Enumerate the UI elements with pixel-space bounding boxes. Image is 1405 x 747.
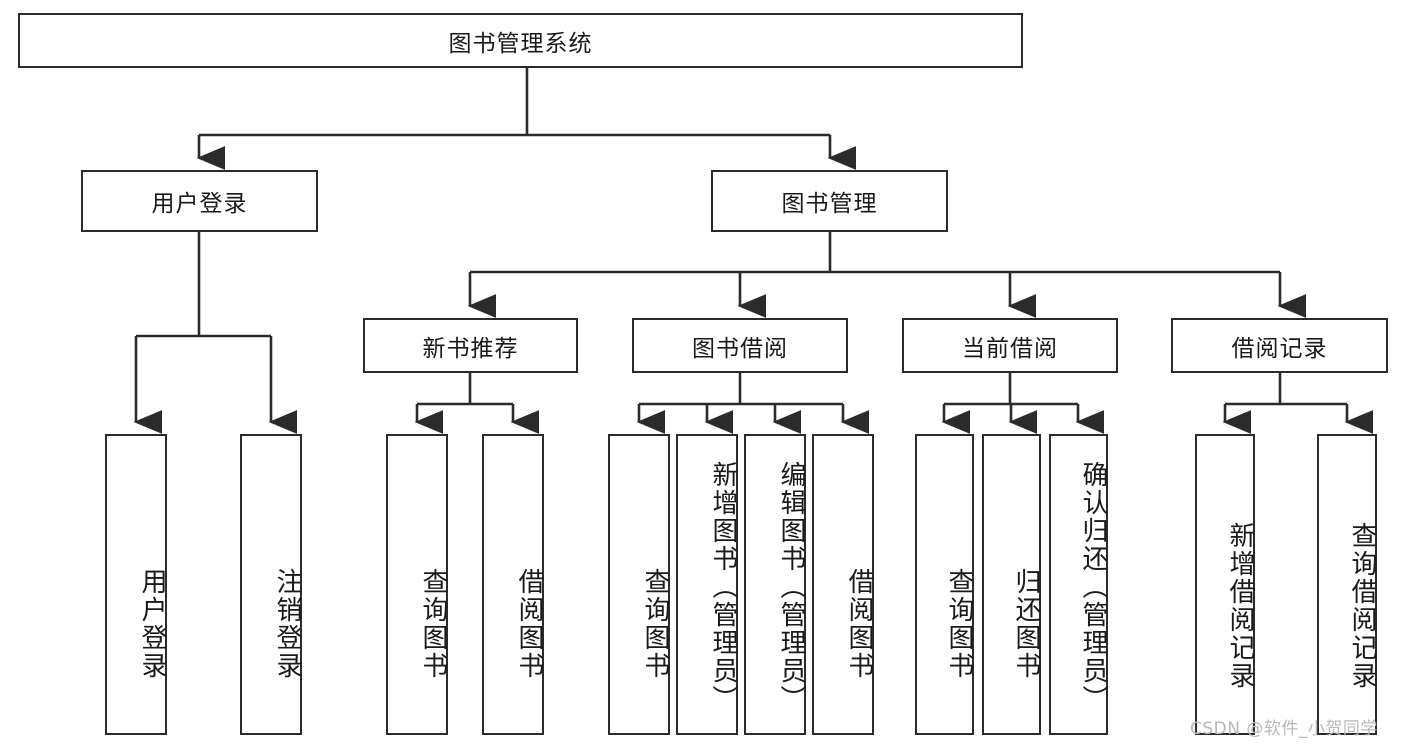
node-label: 查询图书 — [418, 567, 448, 680]
node-label: 借阅记录 — [1231, 335, 1328, 362]
node-label: 查询借阅记录 — [1347, 521, 1377, 690]
leaf-recommend-query-book[interactable]: 查询图书 — [386, 434, 448, 735]
leaf-user-login[interactable]: 用户登录 — [105, 434, 167, 735]
node-label: 当前借阅 — [962, 335, 1058, 362]
node-label: 新书推荐 — [422, 335, 519, 362]
leaf-borrow-query-book[interactable]: 查询图书 — [608, 434, 670, 735]
node-new-book-recommend[interactable]: 新书推荐 — [363, 318, 578, 373]
node-book-manage[interactable]: 图书管理 — [711, 170, 948, 232]
node-label: 图书借阅 — [692, 335, 788, 362]
node-book-borrow[interactable]: 图书借阅 — [632, 318, 848, 373]
leaf-borrow-edit-book[interactable]: 编辑图书（管理员） — [744, 434, 806, 735]
node-label: 用户登录 — [151, 191, 248, 217]
leaf-current-return-book[interactable]: 归还图书 — [982, 434, 1041, 735]
node-label: 用户登录 — [137, 567, 167, 680]
leaf-record-add[interactable]: 新增借阅记录 — [1195, 434, 1255, 735]
node-label: 确认归还（管理员） — [1078, 460, 1108, 713]
node-borrow-record[interactable]: 借阅记录 — [1171, 318, 1388, 373]
node-root-system[interactable]: 图书管理系统 — [18, 13, 1023, 68]
leaf-current-confirm-return[interactable]: 确认归还（管理员） — [1049, 434, 1108, 735]
node-user-login[interactable]: 用户登录 — [81, 170, 318, 232]
node-label: 归还图书 — [1011, 567, 1041, 680]
node-label: 新增图书（管理员） — [708, 460, 738, 713]
leaf-user-logout[interactable]: 注销登录 — [240, 434, 302, 735]
leaf-record-query[interactable]: 查询借阅记录 — [1317, 434, 1377, 735]
leaf-borrow-add-book[interactable]: 新增图书（管理员） — [676, 434, 738, 735]
node-current-borrow[interactable]: 当前借阅 — [902, 318, 1118, 373]
node-label: 编辑图书（管理员） — [776, 460, 806, 713]
leaf-current-query-book[interactable]: 查询图书 — [915, 434, 974, 735]
leaf-recommend-borrow-book[interactable]: 借阅图书 — [482, 434, 544, 735]
node-label: 图书管理 — [781, 191, 878, 217]
node-label: 查询图书 — [944, 567, 974, 680]
node-label: 注销登录 — [272, 567, 302, 680]
node-label: 查询图书 — [640, 567, 670, 680]
node-label: 新增借阅记录 — [1225, 521, 1255, 690]
node-label: 图书管理系统 — [448, 30, 593, 57]
node-label: 借阅图书 — [844, 567, 874, 680]
node-label: 借阅图书 — [514, 567, 544, 680]
watermark-text: CSDN @软件_小贺同学 — [1190, 719, 1378, 739]
leaf-borrow-borrow-book[interactable]: 借阅图书 — [812, 434, 874, 735]
